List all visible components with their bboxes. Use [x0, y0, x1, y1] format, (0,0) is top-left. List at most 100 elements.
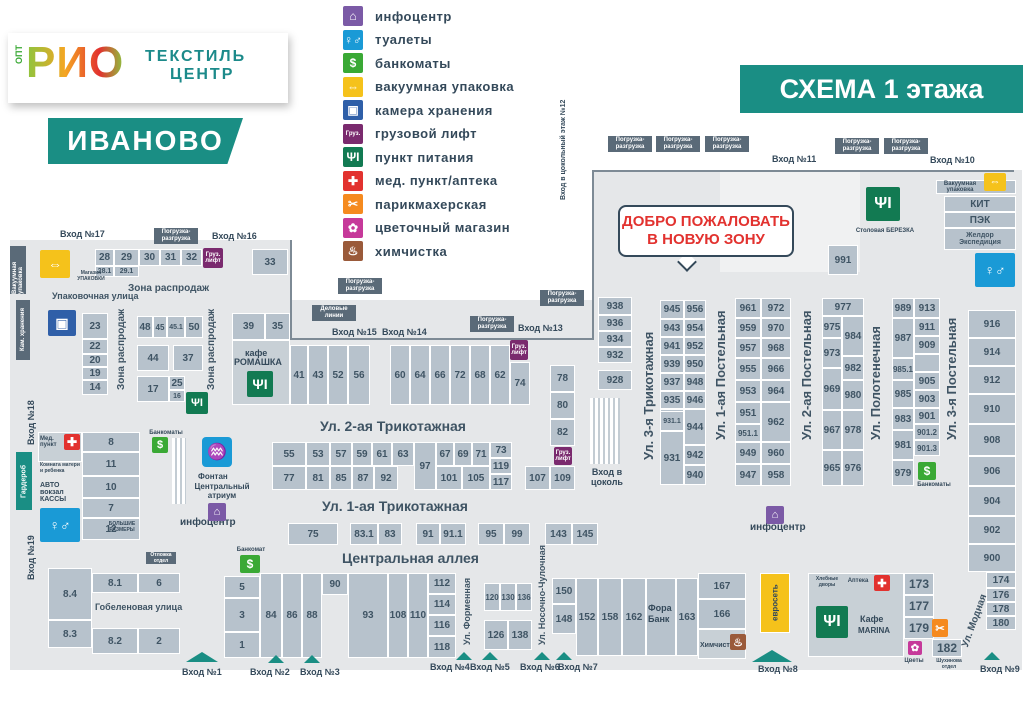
shop[interactable]: 8: [82, 432, 140, 452]
shop[interactable]: 951.1: [735, 424, 761, 442]
shop[interactable]: 2: [138, 628, 180, 654]
shop[interactable]: 982: [842, 356, 864, 380]
shop[interactable]: [914, 354, 940, 372]
entrance-5[interactable]: Вход №5: [470, 662, 510, 672]
entrance-2-marker[interactable]: [268, 655, 284, 663]
shop[interactable]: 8.4: [48, 568, 92, 620]
shop[interactable]: 33: [252, 249, 288, 275]
shop[interactable]: 985: [892, 380, 914, 408]
shop[interactable]: 935: [660, 391, 684, 409]
shop[interactable]: 28.1: [95, 266, 114, 277]
shop[interactable]: 7: [82, 498, 140, 518]
shop[interactable]: 17: [137, 376, 169, 402]
basement-stairs[interactable]: [590, 398, 620, 464]
shop[interactable]: 105: [462, 466, 490, 490]
shop[interactable]: 931: [660, 431, 684, 485]
shop[interactable]: 978: [842, 410, 864, 450]
shop[interactable]: 965: [822, 450, 842, 486]
shop[interactable]: 910: [968, 394, 1016, 424]
shop[interactable]: 964: [761, 380, 791, 402]
shop[interactable]: 101: [436, 466, 462, 490]
shop[interactable]: 901.3: [914, 440, 940, 456]
entrance-1-marker[interactable]: [186, 652, 218, 662]
shop[interactable]: 909: [914, 336, 940, 354]
shop[interactable]: 64: [410, 345, 430, 405]
shop[interactable]: 981: [892, 430, 914, 460]
shop[interactable]: 8.3: [48, 620, 92, 648]
entrance-4[interactable]: Вход №4: [430, 662, 470, 672]
shop[interactable]: 958: [761, 464, 791, 486]
shop[interactable]: 163: [676, 578, 698, 656]
shop[interactable]: 10: [82, 476, 140, 498]
shop[interactable]: 984: [842, 316, 864, 356]
entrance-16[interactable]: Вход №16: [212, 231, 257, 241]
shop[interactable]: 85: [330, 466, 352, 490]
shop[interactable]: 162: [622, 578, 646, 656]
atrium-stairs[interactable]: [172, 438, 186, 504]
shop[interactable]: 19: [82, 367, 108, 380]
shop[interactable]: 45: [153, 316, 167, 338]
shop[interactable]: 83.1: [350, 523, 378, 545]
shop[interactable]: 968: [761, 338, 791, 358]
shop[interactable]: 948: [684, 373, 706, 391]
shop[interactable]: 63: [392, 442, 414, 466]
shop[interactable]: 913: [914, 298, 940, 318]
shop[interactable]: 23: [82, 313, 108, 339]
shop[interactable]: 967: [822, 410, 842, 450]
shop[interactable]: 167: [698, 573, 746, 599]
shop[interactable]: 911: [914, 318, 940, 336]
shop[interactable]: 936: [598, 315, 632, 331]
shop[interactable]: 90: [322, 573, 348, 595]
entrance-5-marker[interactable]: [482, 652, 498, 660]
shop[interactable]: 143: [545, 523, 572, 545]
shop[interactable]: 901.2: [914, 424, 940, 440]
shop[interactable]: 68: [470, 345, 490, 405]
shop[interactable]: 148: [552, 604, 576, 634]
shop[interactable]: 951: [735, 402, 761, 424]
entrance-7-marker[interactable]: [556, 652, 572, 660]
shop[interactable]: 957: [735, 338, 761, 358]
shop[interactable]: 86: [282, 573, 302, 658]
shop[interactable]: 29: [114, 249, 139, 266]
shop[interactable]: 940: [684, 465, 706, 485]
shop[interactable]: 166: [698, 599, 746, 629]
shop[interactable]: 931.1: [660, 411, 684, 431]
shop[interactable]: 985.1: [892, 358, 914, 380]
shop[interactable]: 953: [735, 380, 761, 402]
shop[interactable]: 939: [660, 355, 684, 373]
shop[interactable]: 180: [986, 616, 1016, 630]
shop[interactable]: 928: [598, 370, 632, 390]
shop[interactable]: 938: [598, 297, 632, 315]
shop[interactable]: 182: [932, 639, 962, 657]
shop[interactable]: 916: [968, 310, 1016, 338]
shop[interactable]: 908: [968, 424, 1016, 456]
shop[interactable]: 902: [968, 516, 1016, 544]
shop[interactable]: 69: [454, 442, 472, 466]
shop[interactable]: 932: [598, 347, 632, 363]
shop[interactable]: 5: [224, 576, 260, 598]
shop[interactable]: 942: [684, 445, 706, 465]
shop[interactable]: 905: [914, 372, 940, 390]
entrance-6-marker[interactable]: [534, 652, 550, 660]
fora-bank[interactable]: [646, 578, 676, 656]
shop[interactable]: 30: [139, 249, 160, 266]
shop[interactable]: 67: [436, 442, 454, 466]
shop[interactable]: 152: [576, 578, 598, 656]
shop[interactable]: 12: [82, 518, 140, 540]
shop[interactable]: 35: [265, 313, 290, 340]
shop[interactable]: 59: [352, 442, 372, 466]
shop[interactable]: 62: [490, 345, 510, 405]
shop[interactable]: 991: [828, 245, 858, 275]
shop[interactable]: 989: [892, 298, 914, 318]
shop[interactable]: 80: [550, 392, 575, 419]
shop-zheldor[interactable]: Желдор Экспедиция: [944, 228, 1016, 250]
shop[interactable]: 25: [169, 376, 185, 390]
shop[interactable]: 56: [348, 345, 370, 405]
shop[interactable]: 976: [842, 450, 864, 486]
shop[interactable]: 959: [735, 318, 761, 338]
shop[interactable]: 912: [968, 366, 1016, 394]
shop[interactable]: 31: [160, 249, 181, 266]
shop[interactable]: 173: [904, 573, 934, 595]
info-icon[interactable]: ⌂: [208, 503, 226, 521]
shop[interactable]: 44: [137, 345, 169, 371]
